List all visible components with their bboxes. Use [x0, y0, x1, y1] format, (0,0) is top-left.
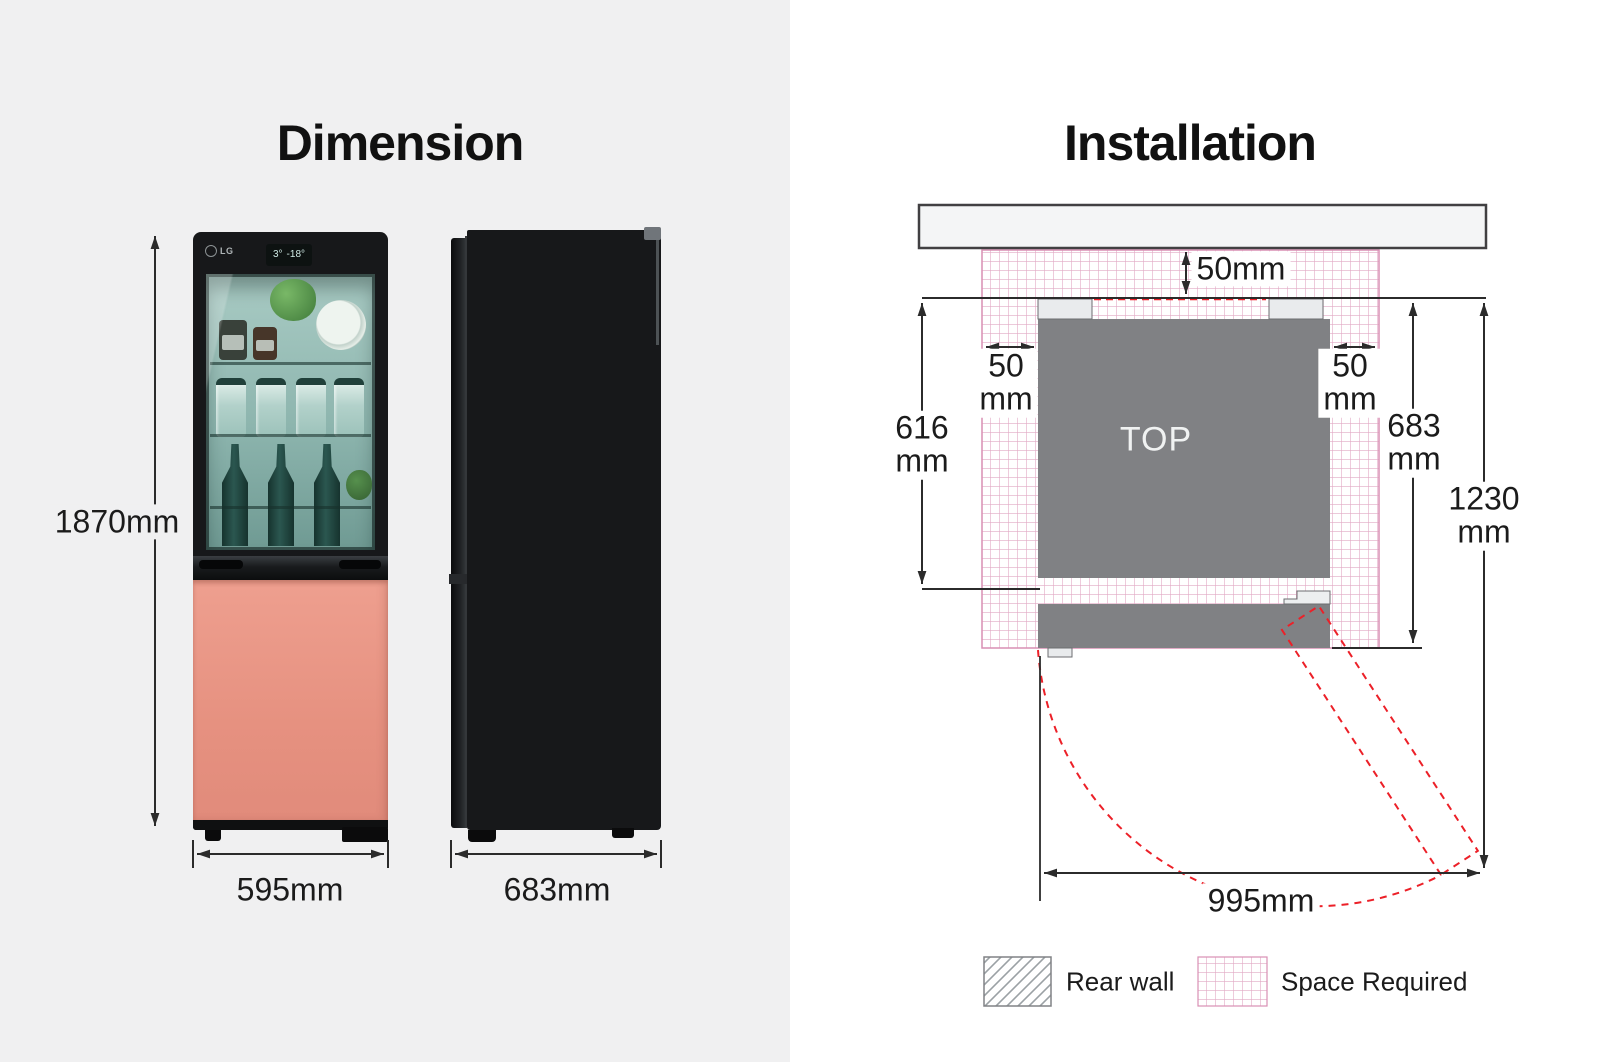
- lg-logo: LG: [205, 245, 234, 257]
- clearance-top-label: 50mm: [1191, 251, 1291, 287]
- broccoli: [346, 470, 372, 500]
- fridge-foot: [468, 830, 496, 842]
- lg-logo-text: LG: [220, 246, 234, 256]
- jar: [219, 320, 247, 360]
- side-handle: [656, 240, 659, 345]
- fridge-side-view: [449, 227, 661, 830]
- legend-space-required-label: Space Required: [1281, 966, 1468, 997]
- fridge-temp-value: 3°: [272, 249, 283, 260]
- door-swing-label: 995mm: [1202, 883, 1320, 919]
- glass-reflection: [206, 274, 375, 550]
- clearance-left-unit: mm: [979, 381, 1033, 417]
- glass-door-window: [206, 274, 375, 550]
- fridge-foot: [205, 830, 221, 841]
- lg-logo-icon: [205, 245, 217, 257]
- depth-1230-label: 1230 mm: [1443, 480, 1525, 551]
- door-gap-line: [465, 236, 467, 828]
- canister: [334, 378, 364, 437]
- handle-pocket: [339, 560, 381, 569]
- clearance-right-unit: mm: [1323, 381, 1377, 417]
- dimension-title: Dimension: [276, 115, 525, 171]
- clearance-left-value: 50: [988, 347, 1024, 384]
- top-hinge: [644, 227, 661, 240]
- freezer-temp-value: -18°: [286, 249, 305, 260]
- canister: [256, 378, 286, 437]
- canister: [296, 378, 326, 437]
- mid-hinge: [449, 574, 467, 584]
- fridge-front-body: LG 3° -18°: [193, 232, 388, 830]
- lettuce: [270, 279, 316, 321]
- fridge-base: [193, 820, 388, 830]
- depth-1230-value: 1230: [1448, 480, 1520, 517]
- legend-rear-wall-label: Rear wall: [1066, 966, 1175, 997]
- shelf: [210, 506, 371, 509]
- fridge-foot-lever: [342, 827, 388, 842]
- depth-label: 683mm: [498, 872, 616, 908]
- lower-door-pink: [193, 580, 388, 820]
- door-edge: [451, 238, 465, 828]
- clearance-right-label: 50 mm: [1318, 347, 1382, 418]
- depth-1230-unit: mm: [1457, 514, 1511, 550]
- depth-683-unit: mm: [1387, 441, 1441, 477]
- height-label: 1870mm: [49, 504, 185, 540]
- jar: [253, 327, 277, 360]
- top-face-label: TOP: [1119, 420, 1193, 459]
- plate-stack: [316, 300, 366, 350]
- depth-616-value: 616: [895, 409, 949, 446]
- fridge-side-body: [467, 230, 661, 830]
- depth-683-label: 683 mm: [1382, 407, 1446, 478]
- depth-683-value: 683: [1387, 407, 1441, 444]
- depth-616-label: 616 mm: [890, 409, 954, 480]
- width-label: 595mm: [231, 872, 349, 908]
- shelf: [210, 434, 371, 437]
- door-divider: [193, 556, 388, 580]
- canister: [216, 378, 246, 437]
- handle-pocket: [199, 560, 243, 569]
- fridge-foot: [612, 828, 634, 838]
- fridge-front-view: LG 3° -18°: [193, 232, 388, 830]
- installation-title: Installation: [1064, 115, 1317, 171]
- temperature-display: 3° -18°: [266, 244, 312, 266]
- clearance-left-label: 50 mm: [974, 347, 1038, 418]
- clearance-right-value: 50: [1332, 347, 1368, 384]
- depth-616-unit: mm: [895, 443, 949, 479]
- shelf: [210, 362, 371, 365]
